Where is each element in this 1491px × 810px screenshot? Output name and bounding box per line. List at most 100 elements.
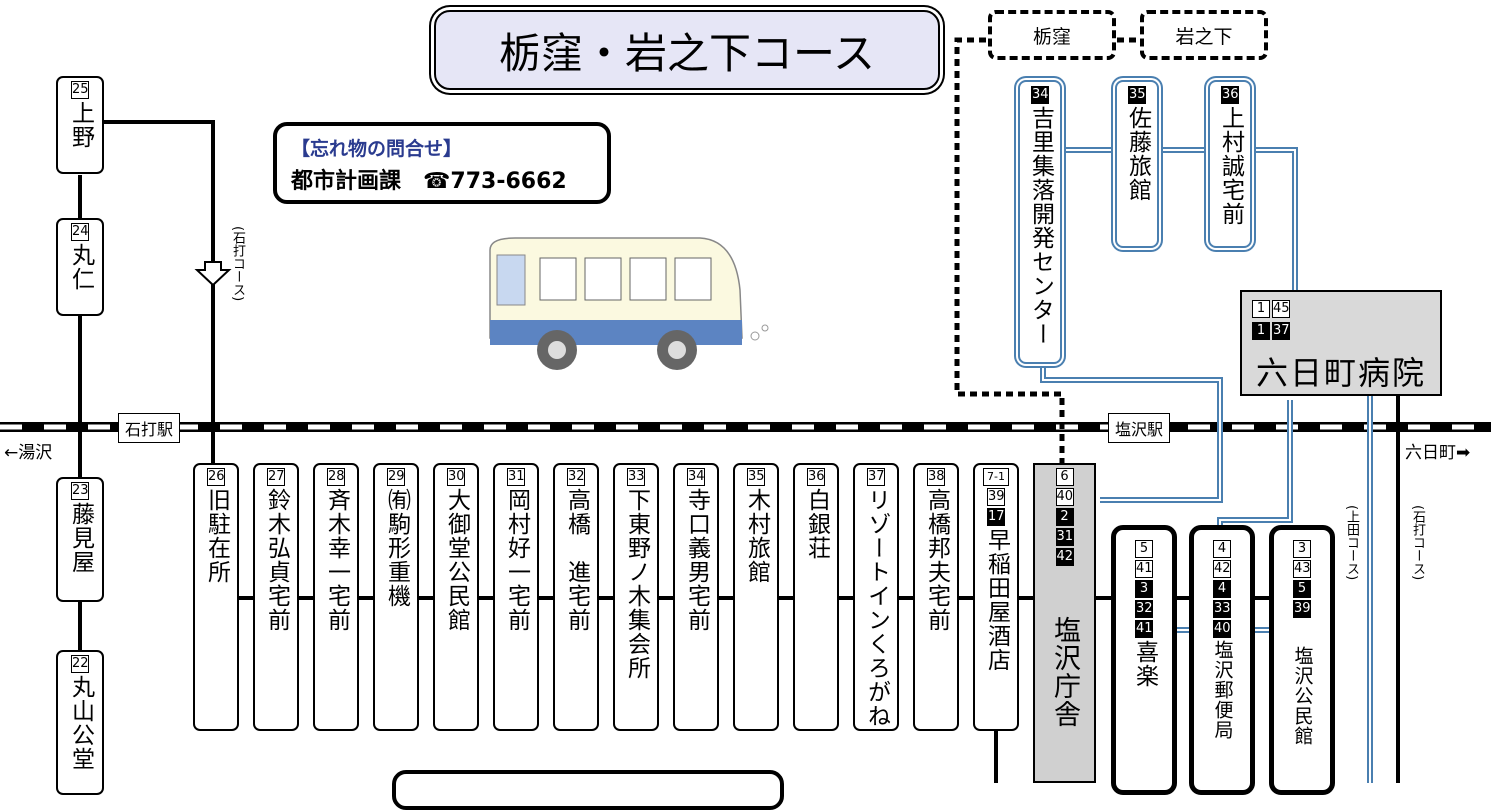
stop-number: 23 xyxy=(71,482,89,500)
dest-iwanoshita[interactable]: 岩之下 xyxy=(1140,10,1268,60)
stop-name: 白銀荘 xyxy=(803,488,830,560)
direction-muikamachi: 六日町➡ xyxy=(1405,438,1471,463)
stop-number: 40 xyxy=(1055,488,1074,506)
dest-name: 栃窪 xyxy=(1032,25,1071,48)
stop-name: ㈲駒形重機 xyxy=(383,488,410,608)
stop-26[interactable]: 26 旧駐在所 xyxy=(193,463,239,731)
stop-kominkan[interactable]: 3 43 5 39 塩沢公民館 xyxy=(1269,525,1335,795)
stop-number: 6 xyxy=(1055,468,1074,486)
shiozawa-station: 塩沢駅 xyxy=(1108,413,1171,443)
stop-maruyama[interactable]: 22 丸山公堂 xyxy=(56,650,104,795)
direction-yuzawa: ←湯沢 xyxy=(4,438,53,463)
stop-number-inv: 42 xyxy=(1055,548,1074,566)
stop-number-inv: 4 xyxy=(1213,580,1231,598)
stop-name: 高橋邦夫宅前 xyxy=(923,488,950,632)
stop-29[interactable]: 29 ㈲駒形重機 xyxy=(373,463,419,731)
stop-number: 28 xyxy=(327,468,345,486)
stop-number: 5 xyxy=(1135,540,1153,558)
stop-38[interactable]: 38 高橋邦夫宅前 xyxy=(913,463,959,731)
ishiuchi-station: 石打駅 xyxy=(118,413,181,443)
stop-number: 27 xyxy=(267,468,285,486)
stop-number: 31 xyxy=(507,468,525,486)
stop-31[interactable]: 31 岡村好一宅前 xyxy=(493,463,539,731)
stop-name: 喜楽 xyxy=(1131,640,1158,688)
stop-number-inv: 1 xyxy=(1252,322,1270,340)
stop-number-inv: 36 xyxy=(1221,86,1239,104)
stop-number: 4 xyxy=(1213,540,1231,558)
stop-shiozawa-chosha[interactable]: 6 40 2 31 42 塩沢庁舎 xyxy=(1033,463,1096,783)
stop-number-inv: 17 xyxy=(987,508,1005,526)
phone-number[interactable]: ☎773-6662 xyxy=(423,169,567,194)
stop-number-inv: 37 xyxy=(1272,322,1290,340)
stop-number: 25 xyxy=(71,81,89,99)
lost-item-info: 【忘れ物の問合せ】 都市計画課 ☎773-6662 xyxy=(273,122,611,204)
stop-number: 22 xyxy=(71,655,89,673)
stop-number: 33 xyxy=(627,468,645,486)
stop-number-inv: 40 xyxy=(1213,620,1231,638)
stop-number: 38 xyxy=(927,468,945,486)
stop-name: 佐藤旅館 xyxy=(1124,106,1151,202)
stop-number: 24 xyxy=(71,223,89,241)
stop-number: 43 xyxy=(1293,560,1311,578)
stop-name: 鈴木弘貞宅前 xyxy=(263,488,290,632)
stop-sato-ryokan[interactable]: 35 佐藤旅館 xyxy=(1115,80,1159,248)
stop-28[interactable]: 28 斉木幸一宅前 xyxy=(313,463,359,731)
stop-36[interactable]: 36 白銀荘 xyxy=(793,463,839,731)
stop-name: 丸山公堂 xyxy=(67,675,94,771)
lost-item-label: 【忘れ物の問合せ】 xyxy=(291,138,463,160)
stop-name: 上野 xyxy=(67,101,94,149)
ishiuchi-course-note: (石打コース) xyxy=(230,226,245,302)
stop-27[interactable]: 27 鈴木弘貞宅前 xyxy=(253,463,299,731)
stop-fujimiya[interactable]: 23 藤見屋 xyxy=(56,477,104,602)
stop-number: 29 xyxy=(387,468,405,486)
stop-uemura[interactable]: 36 上村誠宅前 xyxy=(1208,80,1252,248)
stop-number: 45 xyxy=(1272,300,1290,318)
stop-name: 塩沢公民館 xyxy=(1291,646,1314,746)
stop-number: 37 xyxy=(867,468,885,486)
stop-name: 大御堂公民館 xyxy=(443,488,470,632)
stop-30[interactable]: 30 大御堂公民館 xyxy=(433,463,479,731)
dept-name: 都市計画課 xyxy=(291,169,402,194)
ueda-course-note: (上田コース) xyxy=(1344,505,1359,581)
title-text: 栃窪・岩之下コース xyxy=(499,28,875,78)
stop-number-inv: 34 xyxy=(1031,86,1049,104)
stop-marujin[interactable]: 24 丸仁 xyxy=(56,218,104,316)
lost-item-contact: 都市計画課 ☎773-6662 xyxy=(291,163,593,195)
stop-name: 吉里集落開発センター xyxy=(1027,106,1054,346)
stop-37[interactable]: 37 リゾートインくろがね xyxy=(853,463,899,731)
stop-number: 41 xyxy=(1135,560,1153,578)
ishiuchi-course-note-2: (石打コース) xyxy=(1410,505,1425,581)
stop-name: 下東野ノ木集会所 xyxy=(623,488,650,680)
stop-number: 26 xyxy=(207,468,225,486)
stop-name: 寺口義男宅前 xyxy=(683,488,710,632)
stop-number: 42 xyxy=(1213,560,1231,578)
stop-number-inv: 35 xyxy=(1128,86,1146,104)
stop-post-office[interactable]: 4 42 4 33 40 塩沢郵便局 xyxy=(1189,525,1255,795)
stop-number-inv: 2 xyxy=(1055,508,1074,526)
stop-name: 旧駐在所 xyxy=(203,488,230,584)
stop-name: 高橋 進宅前 xyxy=(563,488,590,632)
stop-name: 藤見屋 xyxy=(67,502,94,574)
stop-kiraku[interactable]: 5 41 3 32 41 喜楽 xyxy=(1111,525,1177,795)
stop-waseda[interactable]: 7-1 39 17 早稲田屋酒店 xyxy=(973,463,1019,731)
stop-number: 32 xyxy=(567,468,585,486)
stop-number: 3 xyxy=(1293,540,1311,558)
stop-34[interactable]: 34 寺口義男宅前 xyxy=(673,463,719,731)
stop-name: 早稲田屋酒店 xyxy=(983,528,1010,672)
stop-number: 7-1 xyxy=(983,468,1009,486)
stop-number-inv: 32 xyxy=(1135,600,1153,618)
stop-number-inv: 3 xyxy=(1135,580,1153,598)
stop-name: 岡村好一宅前 xyxy=(503,488,530,632)
stop-number: 39 xyxy=(987,488,1005,506)
dest-name: 岩之下 xyxy=(1175,25,1233,48)
hospital-name: 六日町病院 xyxy=(1256,354,1427,392)
stop-number: 34 xyxy=(687,468,705,486)
stop-35[interactable]: 35 木村旅館 xyxy=(733,463,779,731)
stop-yoshisato[interactable]: 34 吉里集落開発センター xyxy=(1018,80,1062,364)
stop-number-inv: 33 xyxy=(1213,600,1231,618)
stop-33[interactable]: 33 下東野ノ木集会所 xyxy=(613,463,659,731)
stop-ueno[interactable]: 25 上野 xyxy=(56,76,104,174)
stop-muikamachi-hospital[interactable]: 1 45 1 37 六日町病院 xyxy=(1240,290,1442,396)
dest-tochikubo[interactable]: 栃窪 xyxy=(988,10,1116,60)
stop-32[interactable]: 32 高橋 進宅前 xyxy=(553,463,599,731)
